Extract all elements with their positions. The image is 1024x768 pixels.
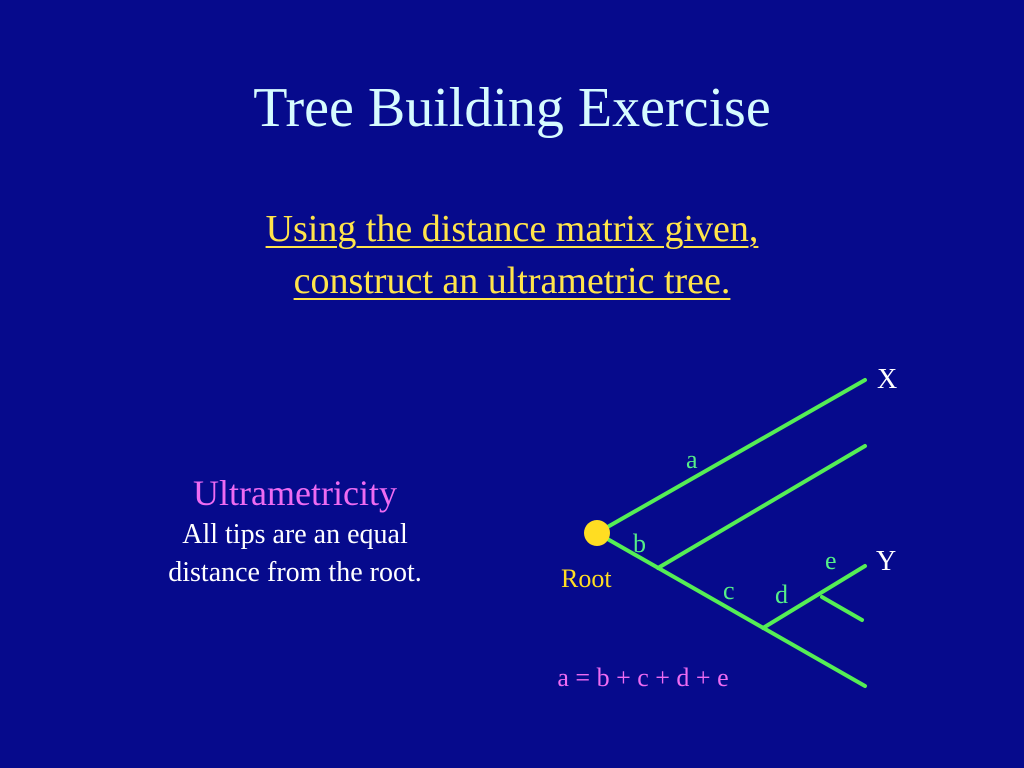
branch-node-3-upper: [761, 564, 867, 630]
note-body-line-1: All tips are an equal: [182, 519, 408, 550]
slide-title: Tree Building Exercise: [253, 77, 771, 139]
branch-root-to-node-2: [595, 531, 867, 688]
slide-subtitle: Using the distance matrix given, constru…: [0, 203, 1024, 307]
root-node: [584, 520, 610, 546]
note-heading: Ultrametricity: [193, 473, 397, 513]
subtitle-line-1: Using the distance matrix given,: [265, 208, 759, 250]
branch-label-e: e: [825, 546, 837, 575]
root-label: Root: [561, 564, 612, 593]
branch-node-4-to-y: [820, 595, 864, 622]
tip-label-x: X: [877, 364, 897, 395]
tip-label-y: Y: [876, 546, 896, 577]
branch-label-b: b: [633, 529, 646, 558]
ultrametricity-note: Ultrametricity All tips are an equal dis…: [100, 470, 490, 592]
branch-label-c: c: [723, 576, 735, 605]
branch-label-d: d: [775, 580, 788, 609]
branch-node-1-upper: [656, 444, 867, 570]
branch-root-to-x: [595, 378, 867, 535]
branch-label-a: a: [686, 445, 698, 474]
ultrametric-equation: a = b + c + d + e: [557, 663, 728, 692]
subtitle-line-2: construct an ultrametric tree.: [293, 260, 731, 302]
note-body-line-2: distance from the root.: [168, 557, 422, 588]
